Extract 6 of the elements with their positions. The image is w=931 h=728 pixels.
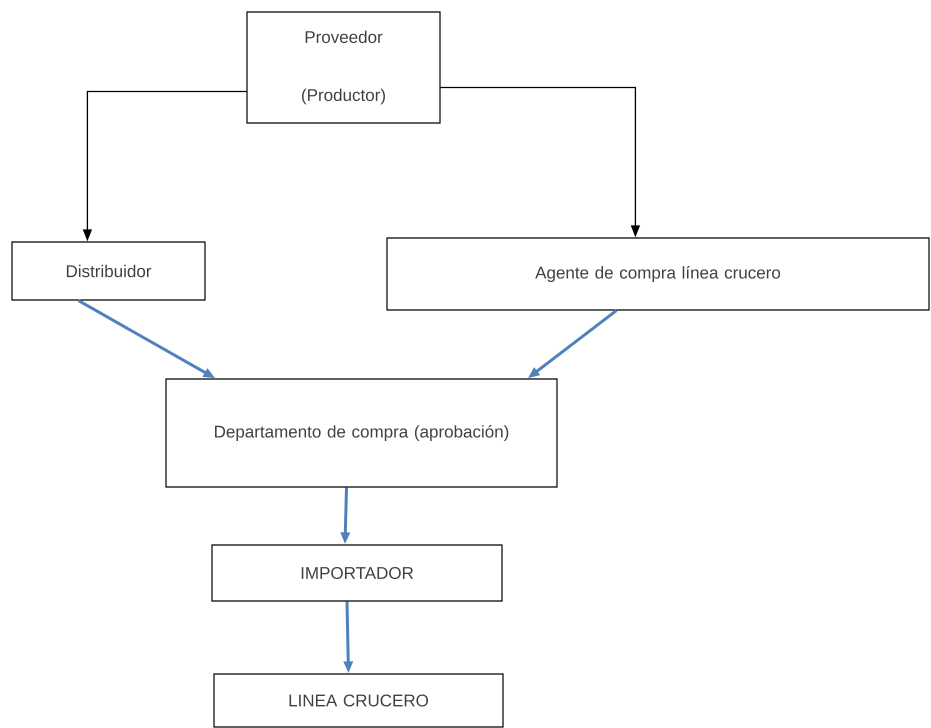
process-box: LINEA CRUCERO (213, 673, 504, 728)
process-box: Departamento de compra (aprobación) (165, 378, 558, 488)
process-box: Distribuidor (11, 241, 206, 301)
process-box: Proveedor (Productor) (246, 11, 441, 124)
process-box: Agente de compra línea crucero (386, 237, 930, 311)
process-box: IMPORTADOR (211, 544, 503, 602)
